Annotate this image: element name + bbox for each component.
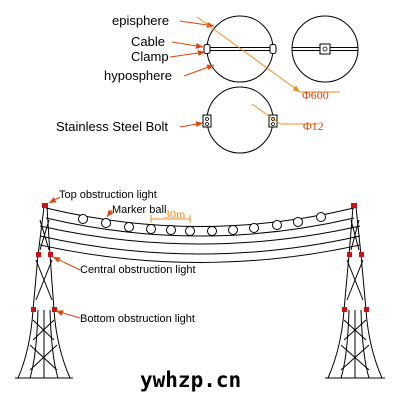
cable-4 xyxy=(39,235,361,255)
cable-top xyxy=(45,207,355,227)
sphere-front-view xyxy=(206,15,274,83)
arrow-hyposphere xyxy=(183,64,215,77)
arrow-bolt xyxy=(179,121,204,128)
label-hyposphere: hyposphere xyxy=(104,68,172,83)
label-clamp: Clamp xyxy=(131,49,169,64)
central-light-left xyxy=(36,252,41,257)
sphere-side-view xyxy=(291,15,359,83)
clamp-left xyxy=(203,44,211,54)
label-bottom-light: Bottom obstruction light xyxy=(80,313,195,325)
dim-line-bolt xyxy=(251,103,281,125)
marker-ball xyxy=(166,225,176,235)
arrow-marker-ball xyxy=(106,209,114,218)
marker-ball xyxy=(316,212,326,222)
arrow-bottom-light xyxy=(55,310,81,319)
marker-ball xyxy=(78,214,88,224)
spacing-label: 30m xyxy=(164,207,186,221)
bottom-light-right-2 xyxy=(364,307,369,312)
clamp-right xyxy=(269,44,277,54)
arrow-top-light xyxy=(48,196,61,204)
cable-2 xyxy=(45,217,355,237)
tower-left xyxy=(15,206,73,379)
sphere-bolt-view xyxy=(206,86,274,154)
spacing-dimension: 30m xyxy=(150,207,191,223)
marker-ball xyxy=(146,224,156,234)
label-bolt: Stainless Steel Bolt xyxy=(56,119,168,134)
marker-ball xyxy=(293,217,303,227)
obstruction-lights xyxy=(31,203,369,312)
marker-ball xyxy=(207,226,217,236)
marker-balls xyxy=(78,212,326,236)
label-top-light: Top obstruction light xyxy=(59,189,157,201)
watermark: ywhzp.cn xyxy=(140,368,241,392)
tower-right xyxy=(325,206,385,379)
dim-line-diameter xyxy=(196,16,301,93)
central-light-left-2 xyxy=(48,252,53,257)
cables xyxy=(39,207,361,263)
cable-5 xyxy=(39,244,361,263)
marker-ball xyxy=(101,218,111,228)
dim-diameter: Φ600 xyxy=(302,88,329,102)
label-episphere: episphere xyxy=(112,13,169,28)
label-cable: Cable xyxy=(131,34,165,49)
arrow-central-light xyxy=(52,256,81,271)
cable-3 xyxy=(39,225,361,245)
arrow-clamp xyxy=(169,50,206,58)
bottom-light-left-2 xyxy=(52,307,57,312)
label-marker-ball: Marker ball xyxy=(112,204,166,216)
bolt-right xyxy=(268,114,278,128)
marker-ball xyxy=(124,222,134,232)
marker-ball xyxy=(228,225,238,235)
arrow-cable xyxy=(171,41,204,49)
central-light-right xyxy=(347,252,352,257)
central-light-right-2 xyxy=(359,252,364,257)
marker-ball-detail xyxy=(202,15,359,154)
top-light-left xyxy=(42,203,48,208)
bottom-light-right xyxy=(342,307,347,312)
dim-bolt-diameter: Φ12 xyxy=(303,119,324,133)
marker-ball xyxy=(272,220,282,230)
label-central-light: Central obstruction light xyxy=(80,264,196,276)
bolt-square-side xyxy=(319,43,331,55)
bottom-light-left xyxy=(31,307,36,312)
bolt-left xyxy=(202,114,212,128)
marker-ball xyxy=(249,223,259,233)
top-light-right xyxy=(351,203,357,208)
marker-ball xyxy=(185,226,195,236)
